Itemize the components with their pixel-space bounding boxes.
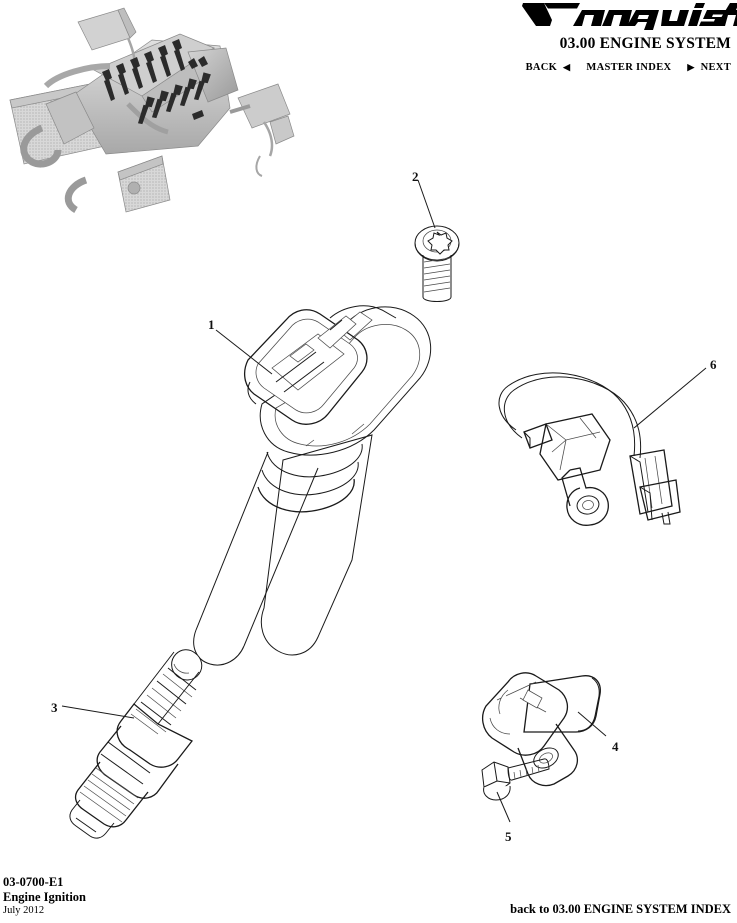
callout-3-spark-plug: 3 (51, 700, 58, 715)
page-title: 03.00 ENGINE SYSTEM (559, 35, 731, 52)
nav-master-index-link[interactable]: MASTER INDEX (586, 62, 672, 73)
callout-2-torx-bolt: 2 (412, 169, 419, 184)
triangle-right-icon: ▶ (687, 61, 695, 72)
callout-1-ignition-coil: 1 (208, 317, 215, 332)
back-to-index-link[interactable]: back to 03.00 ENGINE SYSTEM INDEX (510, 902, 731, 916)
part-torx-bolt (414, 179, 460, 302)
nav-back-link[interactable]: BACK (525, 62, 558, 73)
part-ignition-coil (193, 305, 432, 666)
callout-4-crankshaft-position-sensor: 4 (612, 739, 619, 754)
callout-6-knock-sensor: 6 (710, 357, 717, 372)
part-crankshaft-position-sensor (481, 672, 607, 787)
engine-assembly-thumbnail (2, 4, 302, 219)
page-navigation: BACK ◀ MASTER INDEX ▶ NEXT (471, 62, 731, 73)
page-header: 03.00 ENGINE SYSTEM BACK ◀ MASTER INDEX … (471, 0, 737, 73)
callout-5-hex-flange-bolt: 5 (505, 829, 512, 844)
footer-doc-number: 03-0700-E1 (3, 874, 64, 889)
triangle-left-icon: ◀ (563, 61, 571, 72)
vanquish-wordmark-logo (471, 0, 737, 30)
nav-next-link[interactable]: NEXT (700, 62, 731, 73)
part-knock-sensor (498, 367, 707, 526)
part-spark-plug (61, 649, 203, 839)
footer-index-link-wrap: back to 03.00 ENGINE SYSTEM INDEX (510, 902, 731, 917)
footer-date: July 2012 (3, 905, 45, 917)
footer-section-name: Engine Ignition (3, 889, 87, 904)
part-hex-flange-bolt (481, 758, 550, 823)
footer-document-info: 03-0700-E1 Engine Ignition July 2012 (3, 875, 86, 918)
